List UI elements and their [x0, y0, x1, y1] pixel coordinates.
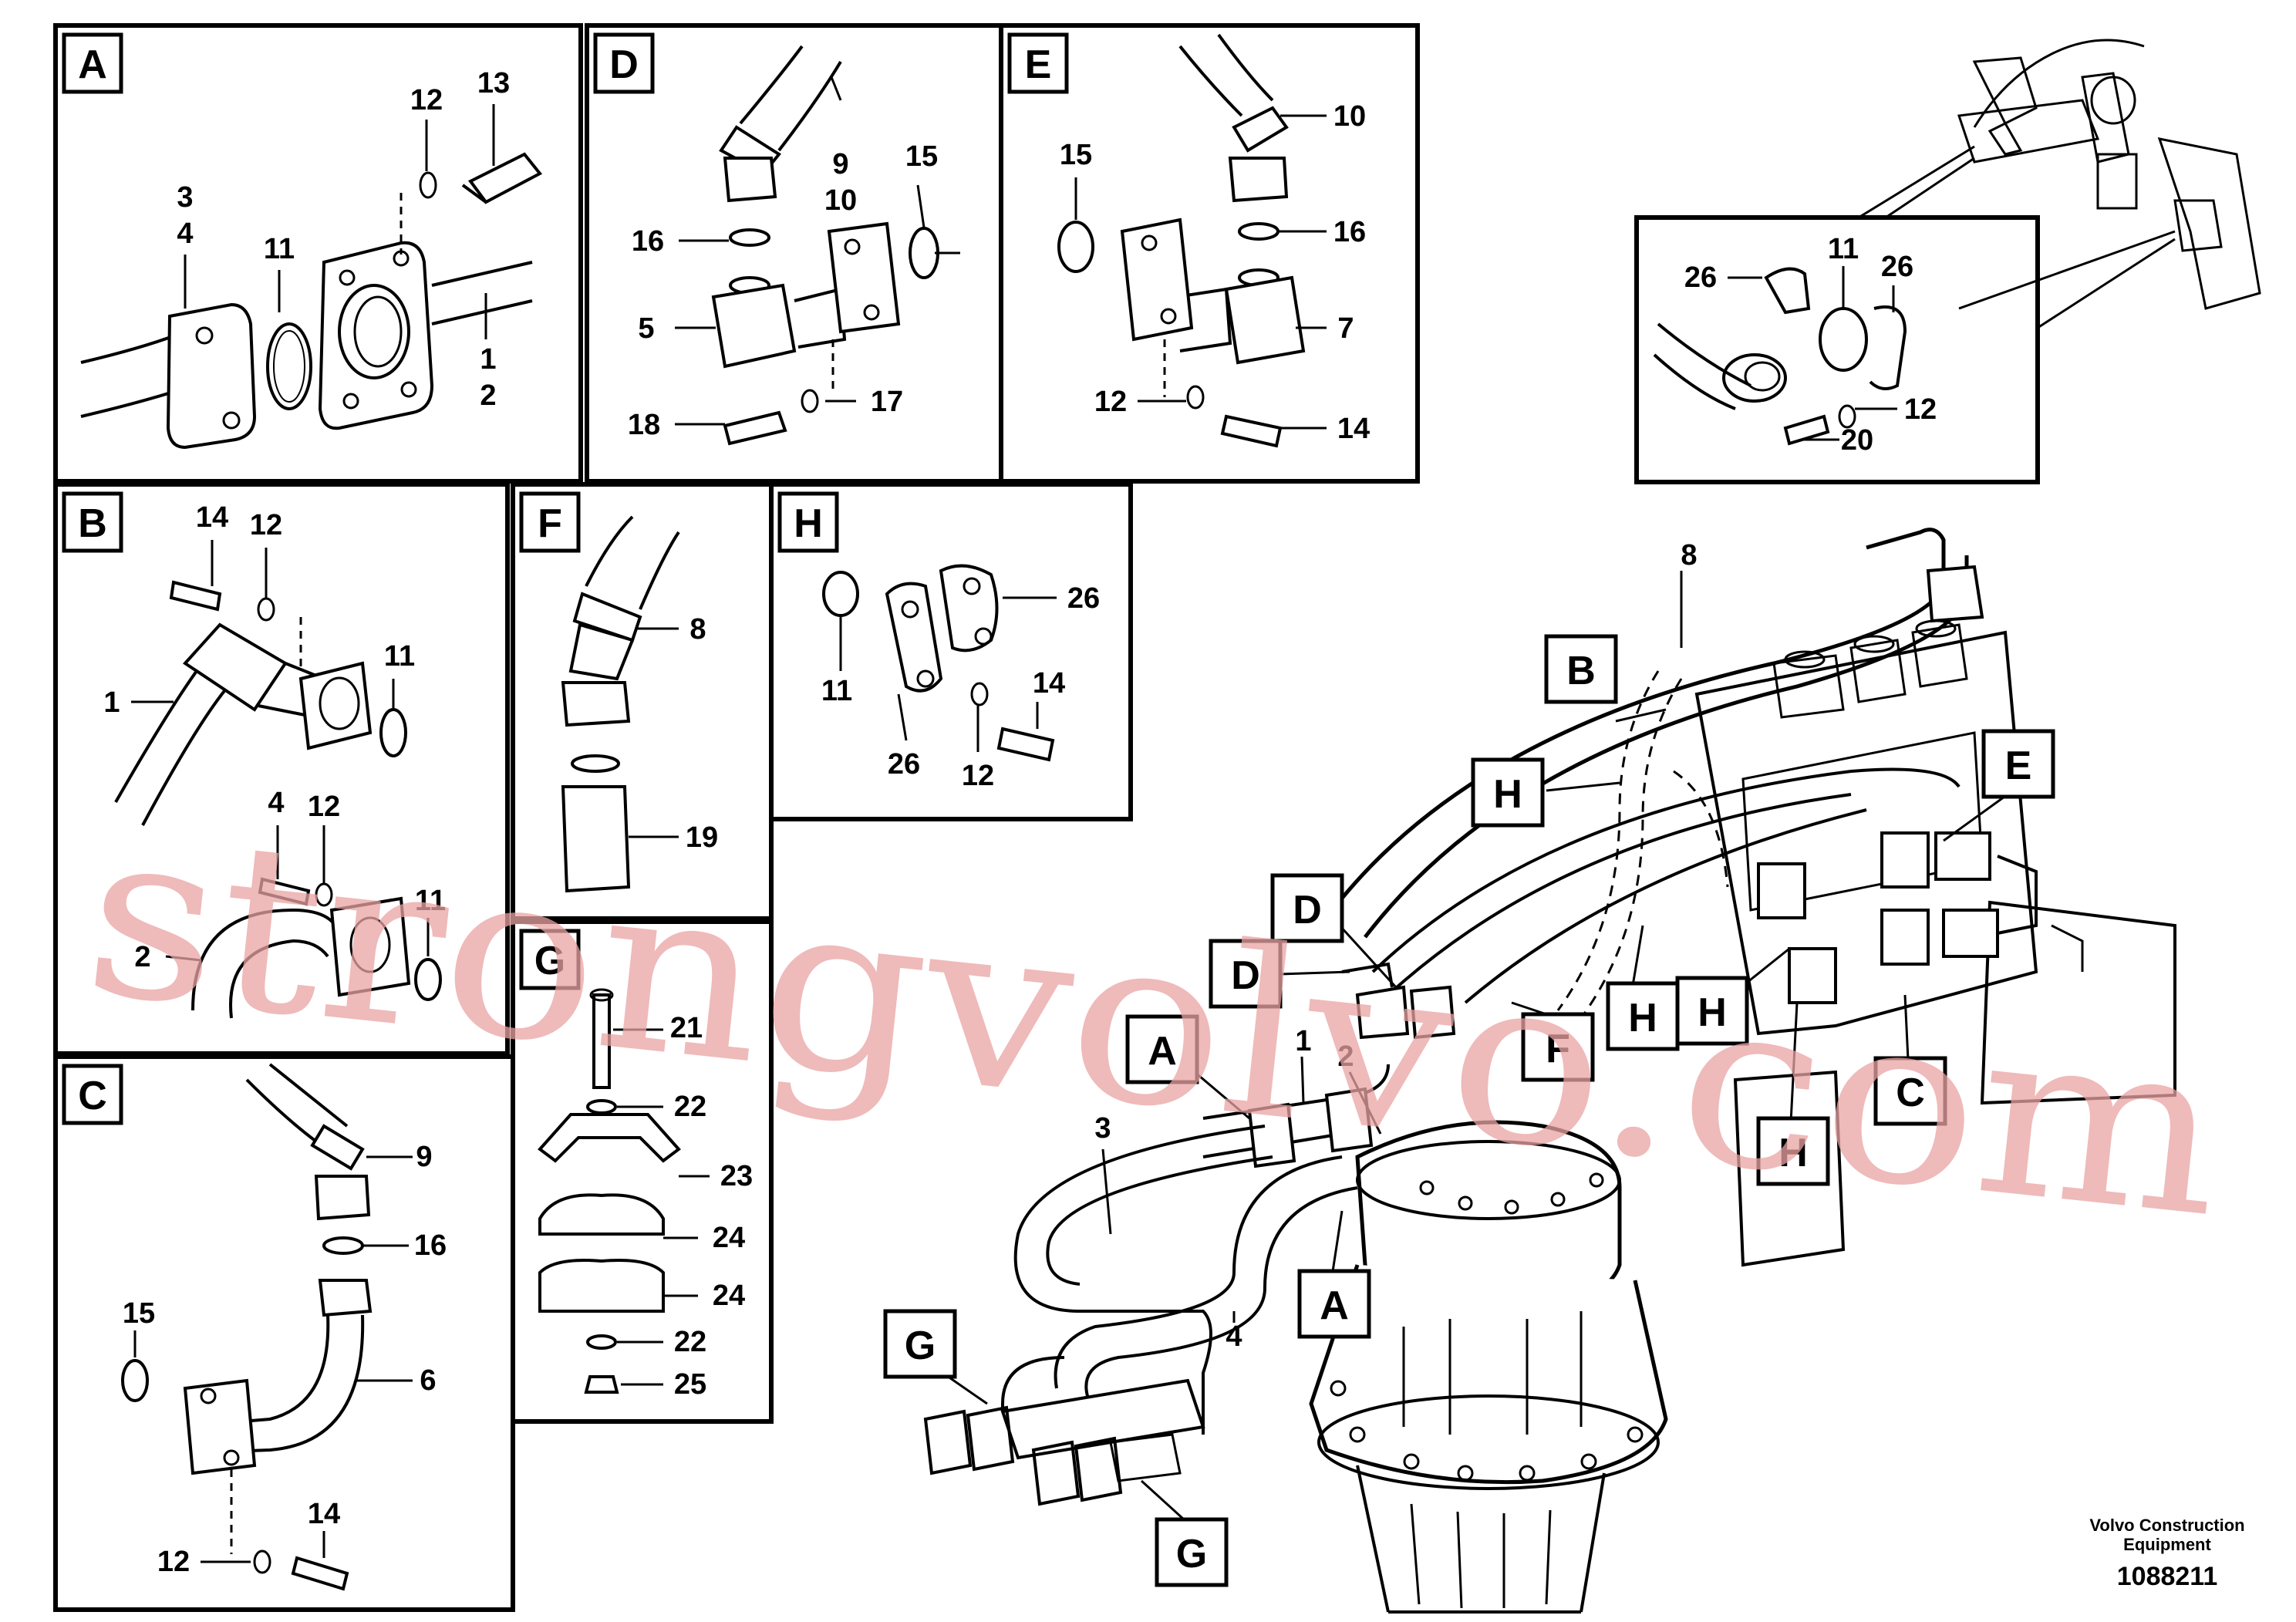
label-g-21: 21: [670, 1012, 703, 1044]
label-a-12: 12: [410, 84, 443, 116]
panel-b-letter: B: [78, 501, 107, 546]
label-f-19: 19: [686, 821, 718, 854]
callout-d: D: [1231, 953, 1260, 998]
callout-h: H: [1778, 1131, 1808, 1175]
label-c-15: 15: [123, 1297, 155, 1330]
callout-a: A: [1148, 1029, 1177, 1074]
label-e-14: 14: [1337, 413, 1370, 445]
label-main-3: 3: [1094, 1112, 1111, 1145]
label-g-22: 22: [674, 1091, 706, 1123]
label-a-2: 2: [480, 379, 496, 412]
callout-f: F: [1546, 1027, 1570, 1071]
label-g-24: 24: [713, 1222, 745, 1254]
label-c-9: 9: [416, 1141, 432, 1173]
label-g-25: 25: [674, 1368, 706, 1401]
footer: Volvo Construction Equipment 1088211: [2089, 1516, 2244, 1591]
label-g-24: 24: [713, 1280, 745, 1312]
panel-c-letter: C: [78, 1074, 107, 1118]
main-callouts: [883, 634, 2055, 1587]
panel-h: [769, 482, 1133, 821]
label-c-14: 14: [308, 1498, 340, 1530]
label-d-10: 10: [824, 184, 857, 217]
brand-line-1: Volvo Construction: [2089, 1516, 2244, 1535]
label-b-12: 12: [250, 509, 282, 541]
panel-a-letter: A: [78, 42, 107, 87]
detail-inset: [1634, 39, 2261, 484]
panel-d: [585, 23, 1003, 484]
label-g-23: 23: [720, 1160, 753, 1192]
label-c-12: 12: [157, 1546, 190, 1578]
label-c-6: 6: [420, 1364, 436, 1397]
label-e-12: 12: [1094, 386, 1127, 418]
label-detail-26: 26: [1684, 261, 1717, 294]
panel-letters: A D E B F H G C: [78, 42, 1051, 1118]
label-d-18: 18: [628, 409, 660, 441]
callout-h: H: [1493, 772, 1522, 817]
label-main-2: 2: [1337, 1040, 1354, 1073]
label-h-12: 12: [962, 760, 994, 792]
main-assembly: [923, 528, 2176, 1614]
document-number: 1088211: [2117, 1562, 2218, 1591]
label-e-16: 16: [1333, 216, 1366, 248]
label-e-10: 10: [1333, 100, 1366, 133]
panel-a: [53, 23, 583, 484]
label-e-7: 7: [1337, 312, 1354, 345]
label-detail-11: 11: [1828, 233, 1859, 265]
callout-b: B: [1566, 649, 1596, 693]
callout-g: G: [1176, 1532, 1207, 1576]
panel-d-letter: D: [609, 42, 639, 87]
label-main-1: 1: [1295, 1025, 1311, 1057]
label-d-16: 16: [632, 225, 664, 258]
label-a-3: 3: [177, 181, 193, 214]
main-callout-letters: B H E D D F H H A C H A G G: [905, 649, 2032, 1576]
panel-h-letter: H: [794, 501, 823, 546]
panel-b: [53, 482, 510, 1056]
label-main-8: 8: [1681, 539, 1697, 572]
label-f-8: 8: [689, 613, 706, 646]
label-b-2: 2: [134, 941, 150, 973]
panel-g-letter: G: [534, 939, 565, 983]
label-main-4: 4: [1226, 1320, 1242, 1353]
callout-h: H: [1628, 996, 1657, 1040]
label-h-26: 26: [888, 748, 920, 781]
label-b-14: 14: [196, 501, 228, 534]
callout-g: G: [905, 1324, 936, 1368]
label-d-5: 5: [638, 312, 654, 345]
callout-c: C: [1896, 1071, 1925, 1115]
panel-f-letter: F: [538, 501, 562, 546]
label-g-22: 22: [674, 1326, 706, 1358]
label-b-11: 11: [384, 640, 415, 673]
callout-a: A: [1320, 1283, 1349, 1328]
part-labels: 3 4 11 12 13 1 2 9 10 15 16 5 18 17 10 1…: [103, 67, 1937, 1578]
label-detail-26: 26: [1881, 251, 1913, 283]
label-h-14: 14: [1033, 667, 1065, 700]
label-a-11: 11: [264, 233, 295, 265]
label-d-17: 17: [871, 386, 903, 418]
callout-d: D: [1293, 888, 1322, 932]
panel-e-letter: E: [1025, 42, 1052, 87]
label-a-1: 1: [480, 343, 496, 376]
label-b-12: 12: [308, 791, 340, 823]
panel-c: [53, 1054, 515, 1612]
label-detail-12: 12: [1904, 393, 1937, 426]
label-d-9: 9: [832, 148, 848, 180]
brand-line-2: Equipment: [2123, 1535, 2211, 1554]
label-d-15: 15: [905, 140, 938, 173]
label-e-15: 15: [1060, 139, 1092, 171]
label-h-26: 26: [1067, 582, 1100, 615]
label-h-11: 11: [821, 675, 852, 707]
label-b-11: 11: [415, 885, 446, 917]
label-b-4: 4: [268, 787, 284, 819]
label-b-1: 1: [103, 686, 120, 719]
label-detail-20: 20: [1841, 424, 1873, 457]
callout-h: H: [1698, 990, 1727, 1035]
label-c-16: 16: [414, 1229, 447, 1262]
label-a-13: 13: [477, 67, 510, 99]
panel-e: [999, 23, 1420, 484]
callout-e: E: [2005, 744, 2032, 788]
panel-f: [511, 482, 774, 921]
label-a-4: 4: [177, 218, 193, 250]
